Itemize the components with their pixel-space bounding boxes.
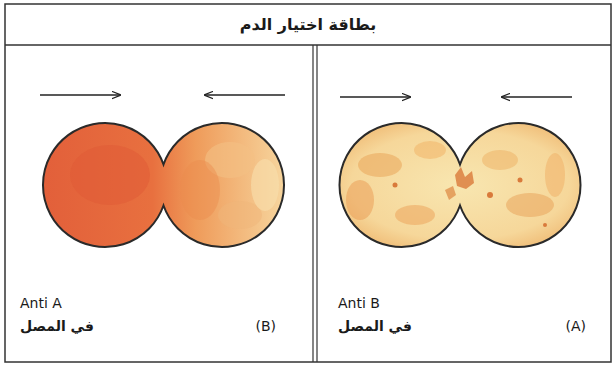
- blood-drop-right: [330, 120, 590, 250]
- panel-divider: [316, 45, 317, 362]
- panel-letter: (A): [565, 318, 586, 334]
- card-frame: [5, 4, 611, 362]
- serum-label: Anti A: [20, 295, 62, 311]
- panel-letter: (B): [255, 318, 276, 334]
- mix-arrow: [502, 96, 572, 97]
- serum-label: في المصل: [338, 318, 412, 334]
- blood-drop-left: [40, 120, 290, 250]
- well-outline: [339, 123, 580, 247]
- title-rule: [5, 44, 611, 46]
- well-outline: [43, 123, 284, 247]
- test-panel: Anti B في المصل (A): [318, 46, 610, 361]
- mix-arrow: [205, 94, 285, 95]
- mix-arrow: [40, 94, 120, 95]
- panel-divider: [312, 45, 313, 362]
- serum-label: في المصل: [20, 318, 94, 334]
- card-title: بطاقة اختيار الدم: [5, 4, 611, 45]
- test-panel: Anti A في المصل (B): [6, 46, 312, 361]
- serum-label: Anti B: [338, 295, 380, 311]
- mix-arrow: [340, 96, 410, 97]
